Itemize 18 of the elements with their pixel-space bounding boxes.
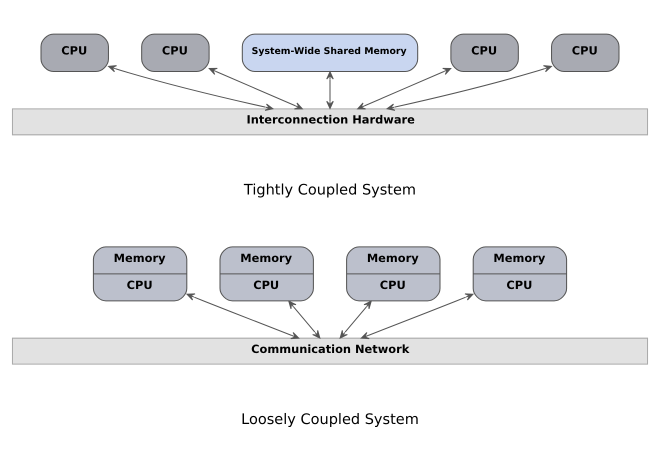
arrow: [186, 292, 300, 339]
arrow: [357, 67, 452, 109]
label: Tightly Coupled System: [244, 182, 416, 198]
arrow: [108, 64, 274, 110]
node-box: Communication Network: [12, 337, 648, 364]
node-box: Interconnection Hardware: [12, 108, 648, 135]
node-box: System-Wide Shared Memory: [242, 33, 418, 72]
arrow: [360, 292, 474, 339]
node-box: CPU: [40, 33, 109, 72]
arrow: [340, 300, 372, 338]
node-box: CPU: [450, 33, 519, 72]
label: Loosely Coupled System: [241, 412, 419, 428]
node-box: CPU: [141, 33, 210, 72]
arrow: [288, 300, 320, 338]
node-box: CPU: [551, 33, 620, 72]
arrow: [326, 70, 334, 109]
arrow: [208, 67, 303, 109]
arrow: [386, 64, 552, 110]
